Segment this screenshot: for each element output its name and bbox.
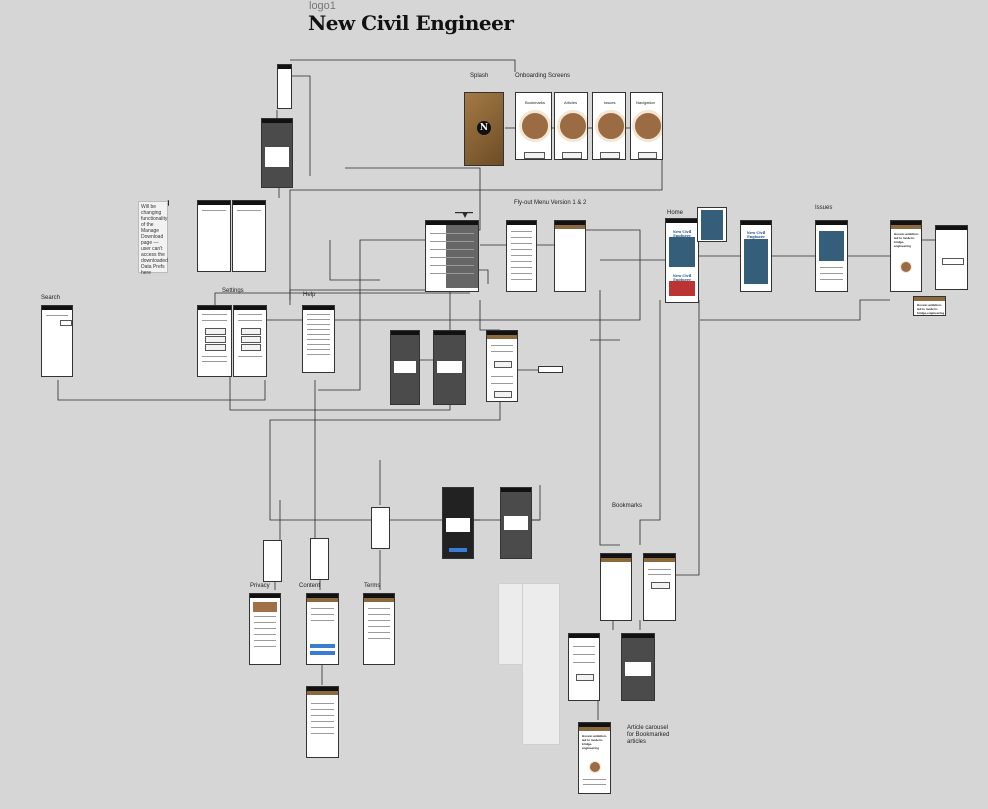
section-label-privacy: Privacy xyxy=(250,583,270,589)
settings-button[interactable] xyxy=(205,328,226,335)
issues-screen xyxy=(815,220,848,292)
settings-screen-2 xyxy=(233,305,267,377)
downloads-screen-1 xyxy=(197,200,231,272)
login-callout xyxy=(538,366,563,373)
dialog-box xyxy=(265,147,289,167)
article-headline: Hoover-ambition-led to modern-bridge-eng… xyxy=(894,232,919,248)
confirm-screen xyxy=(500,487,532,559)
downloads-screen-2 xyxy=(232,200,266,272)
payment-screen xyxy=(442,487,474,559)
subscribe-button[interactable] xyxy=(493,391,513,398)
page-title: New Civil Engineer xyxy=(308,11,514,35)
pay-button[interactable] xyxy=(449,548,467,552)
next-button[interactable] xyxy=(523,152,546,159)
settings-button[interactable] xyxy=(205,344,226,351)
onboarding-illustration xyxy=(519,110,551,142)
logo-label: logo1 xyxy=(309,0,336,12)
brand-logo: N xyxy=(477,121,491,135)
section-label-search: Search xyxy=(41,295,61,301)
bookmarks-screen-empty xyxy=(600,553,632,621)
privacy-blank xyxy=(263,540,282,582)
help-screen xyxy=(302,305,335,373)
home-screen-2: New Civil Engineer xyxy=(740,220,772,292)
settings-button[interactable] xyxy=(241,344,261,351)
article-screen: Hoover-ambition-led to modern-bridge-eng… xyxy=(890,220,922,292)
content-button[interactable] xyxy=(310,644,335,648)
onboarding-illustration xyxy=(595,110,625,142)
onboarding-title: Navigation xyxy=(636,100,655,105)
login-button[interactable] xyxy=(493,361,513,368)
carousel-article-screen: Hoover-ambition-led to modern-bridge-eng… xyxy=(578,722,611,794)
content-button[interactable] xyxy=(310,651,335,655)
section-label-splash: Splash xyxy=(470,73,489,79)
flyout-menu-empty xyxy=(554,220,586,292)
author-avatar xyxy=(589,761,601,773)
search-screen xyxy=(41,305,73,377)
onboarding-screen-issues: Issues xyxy=(592,92,626,160)
section-label-help: Help xyxy=(303,292,316,298)
privacy-screen xyxy=(249,593,281,665)
content-detail-screen xyxy=(306,686,339,758)
login-overlay-2 xyxy=(433,330,466,405)
onboarding-title: Bookmarks xyxy=(525,100,546,105)
settings-button[interactable] xyxy=(241,328,261,335)
onboarding-screen-navigation: Navigation xyxy=(630,92,663,160)
masthead: New Civil Engineer xyxy=(672,274,692,282)
dialog-screen xyxy=(261,118,293,188)
section-label-content: Content xyxy=(299,583,321,589)
onboarding-title: Issues xyxy=(604,100,616,105)
section-label-bookmarks: Bookmarks xyxy=(612,503,643,509)
bookmark-sort-screen xyxy=(568,633,600,701)
bookmarks-screen-list xyxy=(643,553,676,621)
share-button[interactable] xyxy=(942,258,964,265)
onboarding-screen-bookmarks: Bookmarks xyxy=(515,92,552,160)
section-label-terms: Terms xyxy=(364,583,381,589)
splash-screen: N xyxy=(464,92,504,166)
flyout-menu-v1 xyxy=(425,220,479,292)
faded-screen xyxy=(522,583,560,745)
author-avatar xyxy=(900,261,912,273)
onboarding-illustration xyxy=(557,110,587,142)
settings-button[interactable] xyxy=(241,336,261,343)
next-button[interactable] xyxy=(600,152,620,159)
blank-screen xyxy=(277,64,292,109)
article-snippet: Hoover-ambition-led to modern-bridge-eng… xyxy=(913,296,946,316)
onboarding-illustration xyxy=(632,110,662,142)
change-note: Will be changing functionality of the Ma… xyxy=(138,201,168,276)
masthead: New Civil Engineer xyxy=(746,231,766,239)
section-label-home: Home xyxy=(667,210,684,216)
terms-blank xyxy=(371,507,390,549)
home-screen: New Civil Engineer New Civil Engineer xyxy=(665,218,699,303)
onboarding-title: Articles xyxy=(564,100,578,105)
article-headline: Hoover-ambition-led to modern-bridge-eng… xyxy=(582,734,607,750)
sort-button[interactable] xyxy=(575,674,595,681)
content-screen xyxy=(306,593,339,665)
login-overlay-1 xyxy=(390,330,420,405)
onboarding-notes xyxy=(668,95,698,170)
article-headline: Hoover-ambition-led to modern-bridge-eng… xyxy=(917,303,945,315)
content-blank xyxy=(310,538,329,580)
article-share-screen xyxy=(935,225,968,290)
search-button[interactable] xyxy=(60,320,72,326)
section-label-flyout: Fly-out Menu Version 1 & 2 xyxy=(514,200,587,206)
home-cover-preview xyxy=(697,207,727,242)
login-screen xyxy=(486,330,518,402)
masthead: New Civil Engineer xyxy=(672,230,692,238)
bookmark-dialog-screen xyxy=(621,633,655,701)
next-button[interactable] xyxy=(562,152,582,159)
section-label-settings: Settings xyxy=(222,288,244,294)
section-label-onboarding: Onboarding Screens xyxy=(515,73,571,79)
next-button[interactable] xyxy=(637,152,658,159)
terms-screen xyxy=(363,593,395,665)
settings-button[interactable] xyxy=(205,336,226,343)
section-label-issues: Issues xyxy=(815,205,833,211)
settings-screen-1 xyxy=(197,305,232,377)
flyout-menu-v2 xyxy=(506,220,537,292)
section-label-carousel: Article carousel for Bookmarked articles xyxy=(627,725,670,745)
browse-button[interactable] xyxy=(650,582,671,589)
onboarding-screen-articles: Articles xyxy=(554,92,588,160)
